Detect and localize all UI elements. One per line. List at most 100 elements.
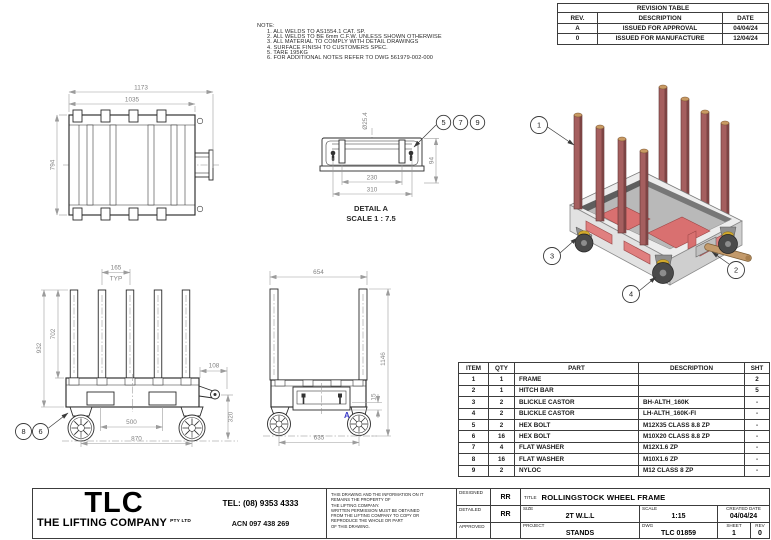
front-posts (69, 289, 191, 379)
description-cell: BH-ALTH_160K (638, 396, 745, 409)
dim-932: 932 (36, 342, 43, 353)
approved-cell: APPROVED (457, 523, 490, 538)
sht-cell: 2 (744, 373, 770, 386)
sht-cell: - (744, 441, 770, 455)
project-label: PROJECT (523, 522, 545, 528)
rev-col-header: REV. (557, 12, 598, 24)
part-col-header: PART (514, 361, 639, 375)
front-view: 165 TYP 702 932 108 320 500 870 8 6 (15, 265, 238, 447)
designed-cell: DESIGNED (457, 489, 490, 505)
item-cell: 3 (458, 396, 489, 409)
side-posts (269, 288, 368, 381)
balloon-7: 7 (458, 118, 462, 127)
detail-a-view: 5 7 9 Ø25.4 94 230 310 DETAIL A SCALE 1 … (319, 112, 486, 223)
designed-value: RR (500, 494, 511, 501)
part-cell: FLAT WASHER (514, 441, 639, 455)
company-suffix: PTY LTD (170, 519, 192, 524)
balloon-6: 6 (38, 427, 42, 436)
revision-table: REVISION TABLE REV. DESCRIPTION DATE A I… (557, 2, 769, 45)
balloon-3: 3 (550, 252, 554, 261)
created-date-label: CREATED DATE (726, 506, 761, 512)
note-item: 6. FOR ADDITIONAL NOTES REFER TO DWG 561… (267, 55, 434, 62)
qty-cell: 2 (488, 396, 515, 409)
dim-635: 635 (314, 435, 325, 442)
notes-title: NOTE: (257, 23, 275, 29)
item-cell: 6 (458, 430, 489, 443)
dim-702: 702 (50, 328, 57, 339)
detailed-value: RR (500, 511, 511, 519)
description-cell: M12 CLASS 8 ZP (638, 464, 745, 477)
balloon-5: 5 (441, 118, 445, 127)
item-cell: 2 (458, 384, 489, 398)
copyright-line: FROM THE LIFTING COMPANY TO COPY OR (331, 513, 420, 519)
qty-cell: 1 (488, 373, 515, 386)
plan-frame-outline (68, 114, 196, 216)
company-name: THE LIFTING COMPANY PTY LTD (33, 517, 195, 529)
front-casters (62, 406, 238, 442)
dim-1146: 1146 (380, 352, 387, 366)
company-logo-block: TLC THE LIFTING COMPANY PTY LTD (33, 489, 195, 538)
balloon-9: 9 (475, 118, 479, 127)
dim-108: 108 (209, 363, 220, 370)
description-col-header: DESCRIPTION (597, 12, 723, 24)
description-cell: ISSUED FOR MANUFACTURE (597, 33, 723, 45)
phone-number: TEL: (08) 9353 4333 (222, 498, 299, 508)
qty-cell: 2 (488, 464, 515, 477)
copyright-line: REPRODUCE THE WHOLE OR PART (331, 518, 404, 524)
dim-15: 15 (371, 393, 378, 401)
approved-label: APPROVED (459, 523, 485, 529)
title-label: TITLE (524, 494, 537, 500)
sht-col-header: SHT (744, 361, 770, 375)
description-col-header: DESCRIPTION (638, 361, 745, 375)
side-view: A 654 1146 15 635 (263, 269, 391, 446)
description-cell: LH-ALTH_160K-FI (638, 407, 745, 420)
parts-header-row: ITEM QTY PART DESCRIPTION SHT (458, 361, 770, 375)
iso-casters (574, 226, 738, 284)
description-cell: M10X20 CLASS 8.8 ZP (638, 430, 745, 443)
title-block-grid: DESIGNED RR TITLE ROLLINGSTOCK WHEEL FRA… (456, 489, 769, 538)
sheet-label: SHEET (726, 522, 742, 528)
rear-posts (658, 84, 730, 215)
sht-cell: - (744, 407, 770, 420)
company-logo: TLC (84, 487, 144, 519)
detailed-value-cell: RR (490, 506, 520, 522)
designed-value-cell: RR (490, 489, 520, 506)
qty-cell: 2 (488, 418, 515, 432)
scale-label: SCALE (642, 506, 658, 512)
sheet-number: 1 (732, 529, 736, 537)
copyright-line: THE LIFTING COMPANY. (331, 502, 380, 508)
qty-cell: 4 (488, 441, 515, 455)
part-cell: HEX BOLT (514, 418, 639, 432)
dwg-number: TLC 01859 (660, 529, 697, 537)
project-value: STANDS (565, 529, 595, 537)
balloon-2: 2 (734, 266, 738, 275)
dim-654: 654 (313, 269, 324, 276)
plan-dimensions: 1173 1035 794 (50, 85, 214, 216)
balloon-4: 4 (629, 290, 633, 299)
part-cell: BLICKLE CASTOR (514, 396, 639, 409)
revision-table-title: REVISION TABLE (557, 2, 769, 14)
revision-row: 0 ISSUED FOR MANUFACTURE 12/04/24 (557, 33, 769, 45)
detailed-cell: DETAILED (457, 506, 490, 521)
qty-cell: 2 (488, 407, 515, 420)
dim-870: 870 (131, 436, 142, 443)
front-balloons: 8 6 (15, 412, 69, 440)
qty-cell: 1 (488, 384, 515, 398)
note-item: 2. ALL WELDS TO BE 6mm C.F.W. UNLESS SHO… (267, 34, 442, 41)
dim-1173: 1173 (134, 85, 148, 92)
item-cell: 7 (458, 441, 489, 455)
part-cell: HEX BOLT (514, 430, 639, 443)
description-cell: M12X35 CLASS 8.8 ZP (638, 418, 745, 432)
copyright-line: WRITTEN PERMISSION MUST BE OBTAINED (331, 507, 420, 513)
drawing-title: ROLLINGSTOCK WHEEL FRAME (541, 492, 666, 502)
side-casters (263, 406, 377, 437)
